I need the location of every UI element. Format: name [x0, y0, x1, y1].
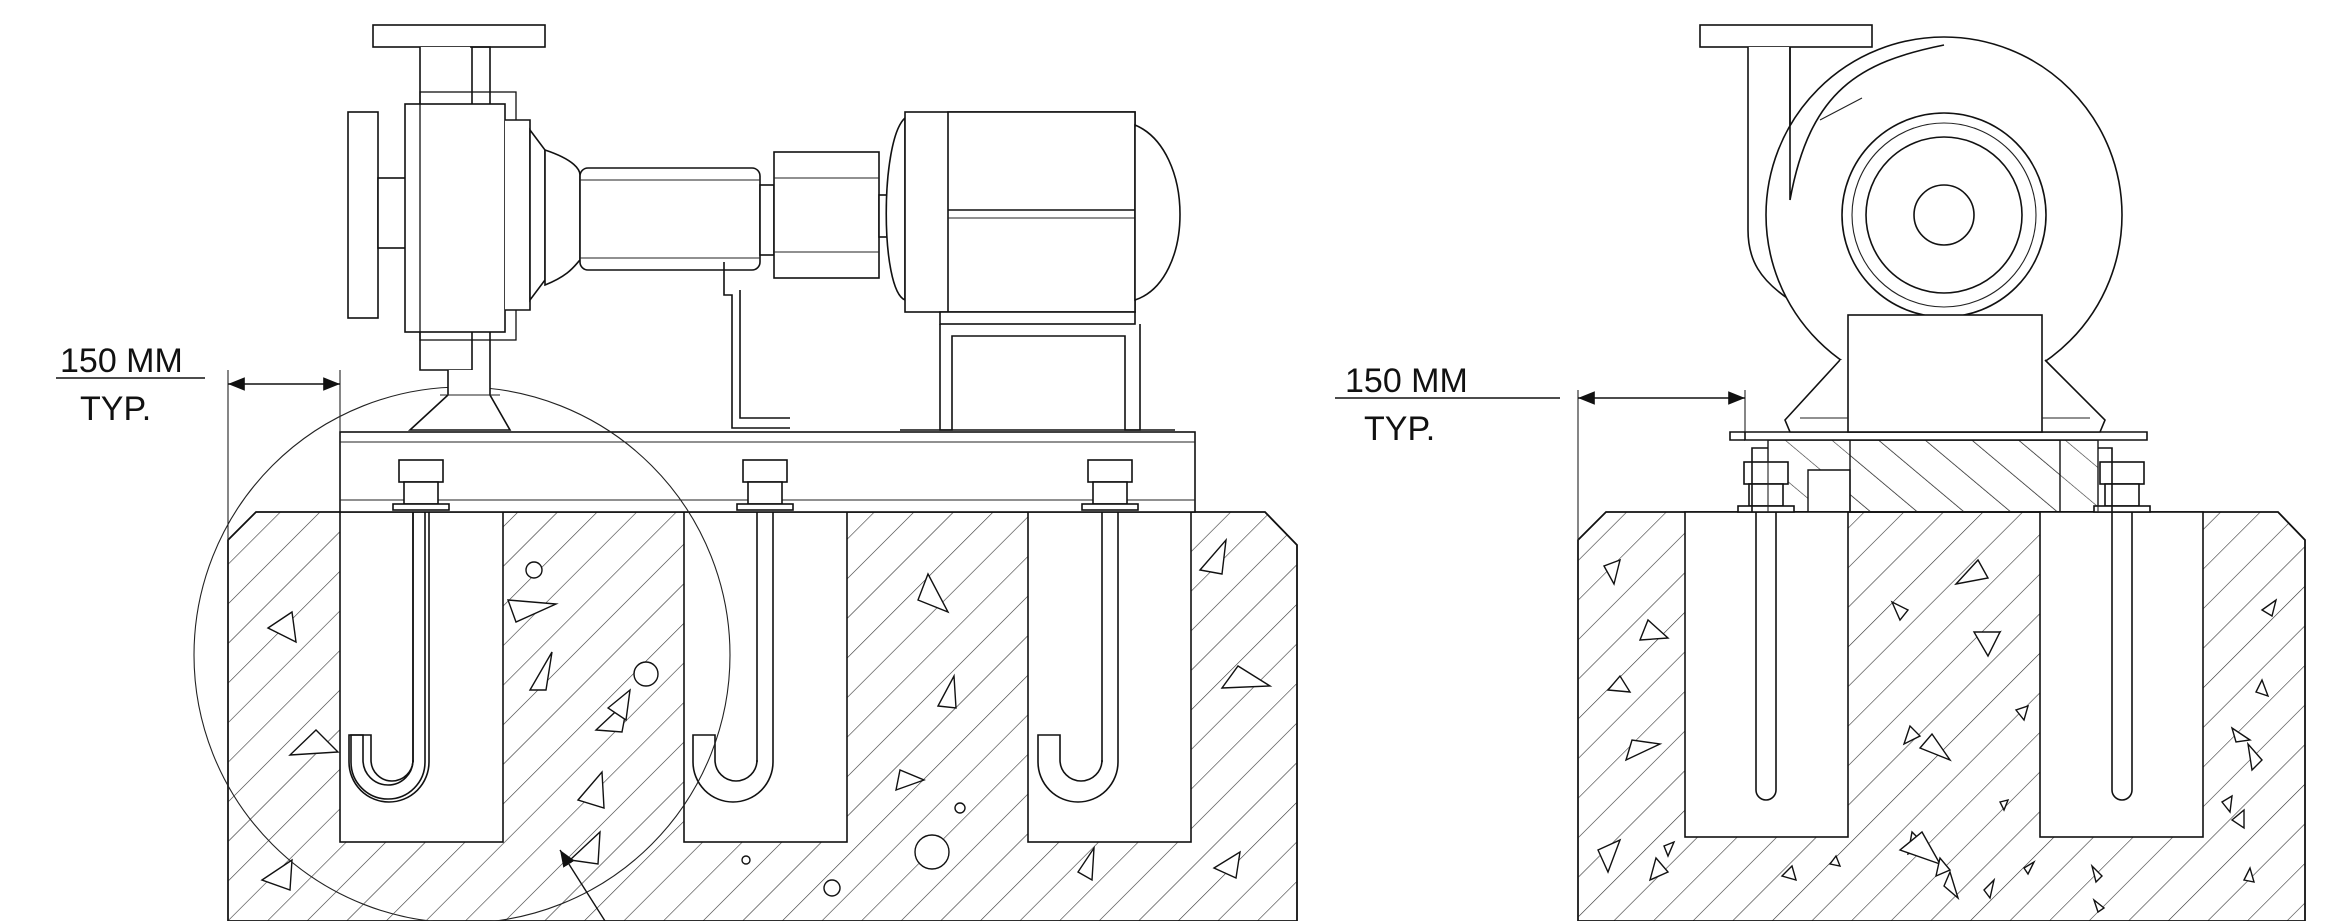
left-aggregate-marks — [260, 537, 1273, 897]
left-j-bolts — [348, 459, 1139, 803]
left-anchor-pockets — [339, 511, 1192, 843]
right-end-view: 150 MM TYP. — [1335, 24, 2306, 921]
left-motor — [885, 111, 1181, 431]
left-dimension-value: 150 MM — [60, 342, 183, 380]
left-elevation-view: 150 MM TYP. — [56, 24, 1298, 921]
right-pump-end — [1699, 24, 2123, 433]
right-dimension-value: 150 MM — [1345, 362, 1468, 400]
right-dimension: 150 MM TYP. — [1335, 362, 1746, 921]
right-anchor-bolts — [1737, 461, 2151, 801]
right-dimension-note: TYP. — [1364, 410, 1435, 448]
left-pump — [347, 24, 761, 431]
left-detail-leader — [559, 849, 606, 921]
left-dimension: 150 MM TYP. — [56, 342, 341, 921]
right-anchor-pockets — [1684, 511, 2204, 838]
left-dimension-note: TYP. — [80, 390, 151, 428]
right-aggregate-marks — [1597, 558, 2278, 914]
left-coupling — [723, 151, 894, 429]
right-baseplate — [1744, 431, 2148, 441]
